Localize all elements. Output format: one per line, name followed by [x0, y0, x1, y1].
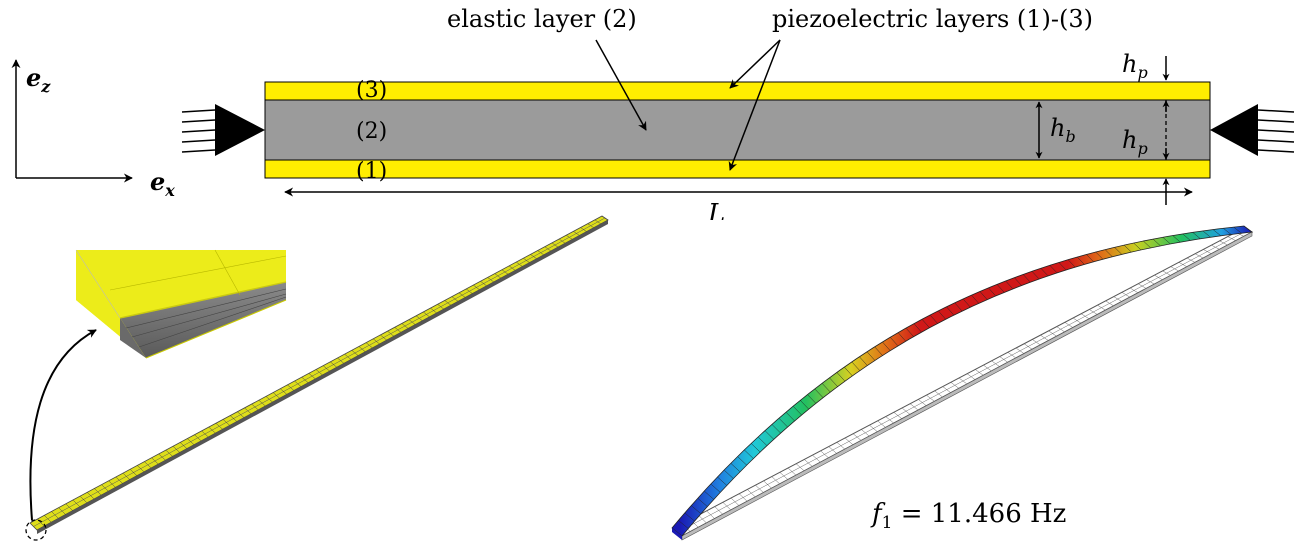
- zoom-inset-side-right: [120, 282, 286, 358]
- layer3-label: (3): [356, 78, 387, 103]
- right-support-triangle: [1210, 104, 1258, 156]
- coordinate-axes: ez ex: [11, 59, 175, 200]
- beam-section: (3) (2) (1): [264, 78, 1211, 184]
- layer1-label: (1): [356, 159, 387, 184]
- piezo-layer-top: [264, 81, 1211, 101]
- layer2-label: (2): [356, 119, 387, 144]
- zoom-inset: [75, 249, 287, 359]
- frequency-label: f1 = 11.466 Hz: [870, 499, 1066, 533]
- hp-bottom-label: hp: [1122, 126, 1148, 158]
- elastic-layer-label: elastic layer (2): [447, 5, 637, 33]
- axis-x-label: ex: [150, 167, 175, 200]
- zoom-circle: [25, 519, 47, 541]
- left-support-triangle: [215, 104, 265, 156]
- right-support: [1210, 104, 1295, 156]
- elastic-pointer-arrow: [595, 39, 647, 131]
- layer-annotations: elastic layer (2) piezoelectric layers (…: [447, 5, 1093, 171]
- deformed-mesh-lines: [671, 225, 1253, 537]
- mesh-grid-lines: [29, 215, 609, 531]
- hb-label: hb: [1050, 114, 1076, 146]
- mesh-beam-side-face: [37, 220, 608, 534]
- hp-top-label: hp: [1122, 50, 1148, 82]
- piezo-pointer-arrow-bottom: [728, 39, 781, 171]
- fe-mesh-beam: [25, 215, 609, 541]
- piezo-layer-bottom: [264, 159, 1211, 179]
- zoom-arrow: [29, 329, 97, 521]
- left-support: [181, 104, 265, 156]
- piezo-layers-label: piezoelectric layers (1)-(3): [772, 5, 1093, 33]
- piezo-pointer-arrow-top: [729, 39, 781, 89]
- axis-z-label: ez: [26, 63, 51, 96]
- mode-shape: f1 = 11.466 Hz: [670, 220, 1260, 542]
